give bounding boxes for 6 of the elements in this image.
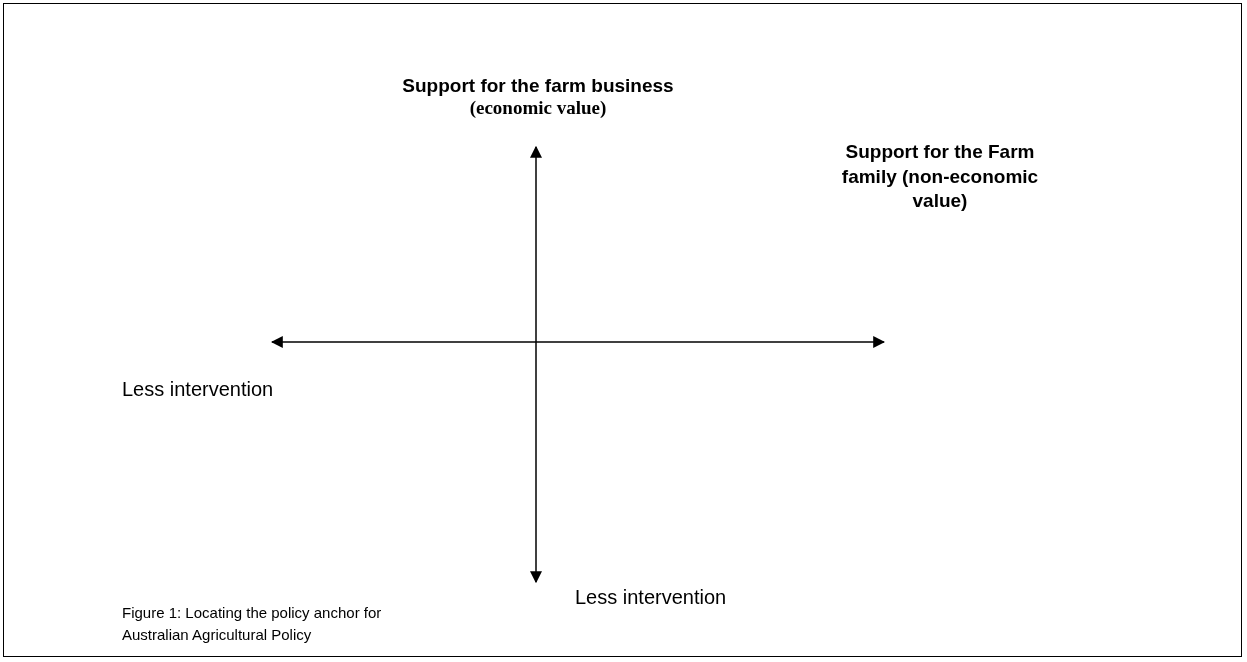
axis-label: Less intervention xyxy=(122,377,275,402)
axis-label: Less intervention xyxy=(575,585,728,610)
axis-label: Support for the Farm family (non-economic value) xyxy=(840,140,1040,214)
figure-caption: Figure 1: Locating the policy anchor for Australian Agricultural Policy xyxy=(122,603,383,645)
axis-label: Support for the farm business xyxy=(401,74,675,98)
axis-label: (economic value) xyxy=(468,96,608,120)
